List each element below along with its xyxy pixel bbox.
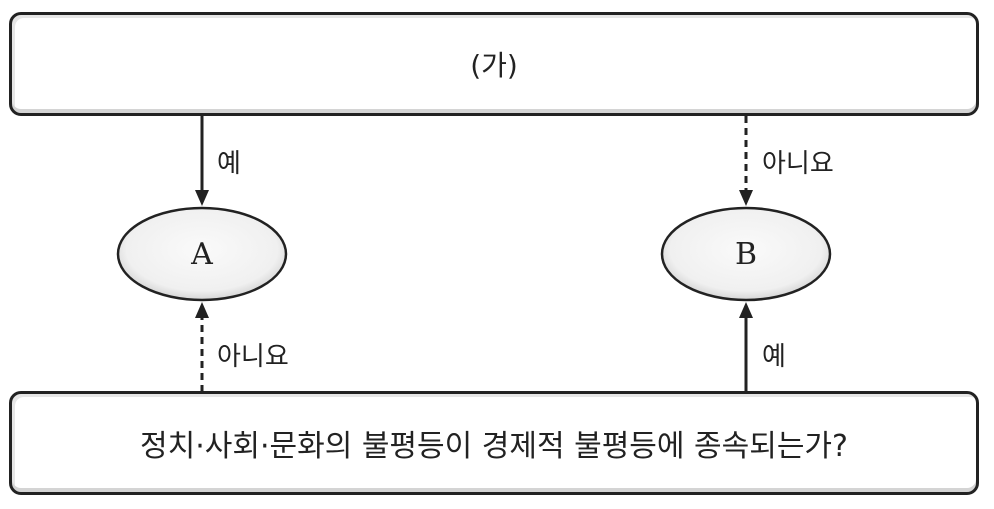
node-a: A	[118, 208, 286, 300]
top-box: (가)	[9, 12, 979, 116]
edge-label-bottom-a: 아니요	[217, 342, 289, 372]
node-b: B	[662, 208, 830, 300]
edge-label-bottom-b: 예	[762, 342, 786, 372]
top-box-label: (가)	[470, 49, 518, 82]
arrowhead-a-top	[195, 190, 209, 206]
edge-label-top-a: 예	[217, 149, 241, 179]
arrowhead-b-top	[739, 190, 753, 206]
node-b-label: B	[734, 236, 758, 272]
arrowhead-a-bottom	[195, 302, 209, 318]
arrowhead-b-bottom	[739, 302, 753, 318]
node-a-label: A	[191, 236, 213, 272]
bottom-box: 정치·사회·문화의 불평등이 경제적 불평등에 종속되는가?	[9, 391, 979, 495]
bottom-box-label: 정치·사회·문화의 불평등이 경제적 불평등에 종속되는가?	[140, 429, 848, 464]
edge-label-top-b: 아니요	[762, 149, 834, 179]
ellipse-a	[116, 206, 288, 302]
ellipse-b	[660, 206, 832, 302]
